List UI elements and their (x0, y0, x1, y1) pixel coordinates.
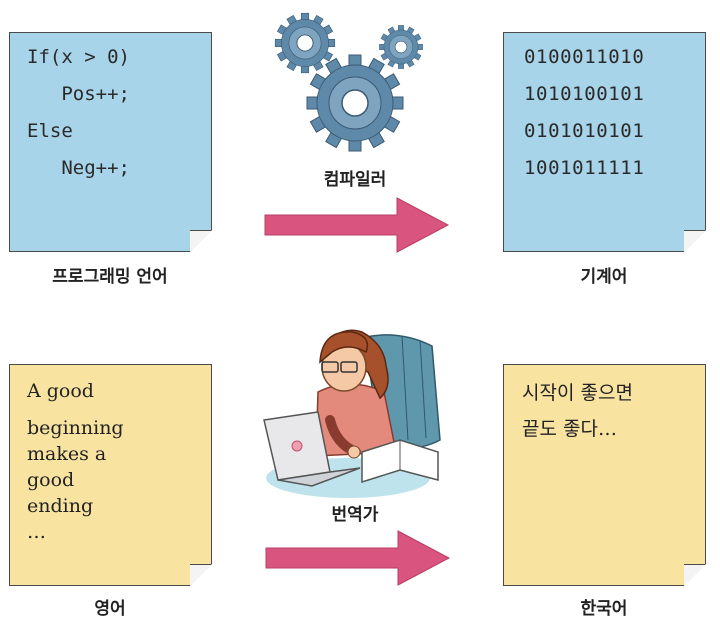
korean-line-2: 끝도 좋다… (522, 418, 617, 440)
korean-line-1: 시작이 좋으면 (522, 382, 633, 404)
english-line-5: ending (27, 495, 94, 517)
english-note (9, 364, 212, 586)
binary-line-1: 0100011010 (524, 46, 645, 68)
korean-note (503, 364, 706, 586)
machine-language-caption: 기계어 (580, 267, 628, 287)
translator-illustration (263, 329, 441, 498)
arrow-icon (265, 530, 451, 586)
gear-icon (306, 54, 404, 152)
code-line-4: Neg++; (27, 157, 130, 179)
gear-icon (379, 25, 423, 69)
binary-line-2: 1010100101 (524, 83, 645, 105)
binary-line-3: 0101010101 (524, 120, 645, 142)
source-code-note (9, 32, 212, 252)
code-line-3: Else (27, 120, 73, 142)
programming-language-caption: 프로그래밍 언어 (52, 267, 168, 287)
english-line-1: A good (27, 380, 94, 402)
english-line-3: makes a (27, 443, 107, 465)
code-line-1: If(x > 0) (27, 46, 130, 68)
gear-icon (274, 12, 336, 74)
arrow-icon (264, 197, 450, 253)
binary-line-4: 1001011111 (524, 157, 645, 179)
english-line-2: beginning (27, 417, 124, 439)
translator-caption: 번역가 (331, 505, 379, 525)
code-line-2: Pos++; (27, 83, 130, 105)
english-line-4: good (27, 469, 75, 491)
compiler-caption: 컴파일러 (323, 170, 387, 190)
machine-code-note (503, 32, 706, 252)
english-line-6: … (27, 521, 46, 543)
